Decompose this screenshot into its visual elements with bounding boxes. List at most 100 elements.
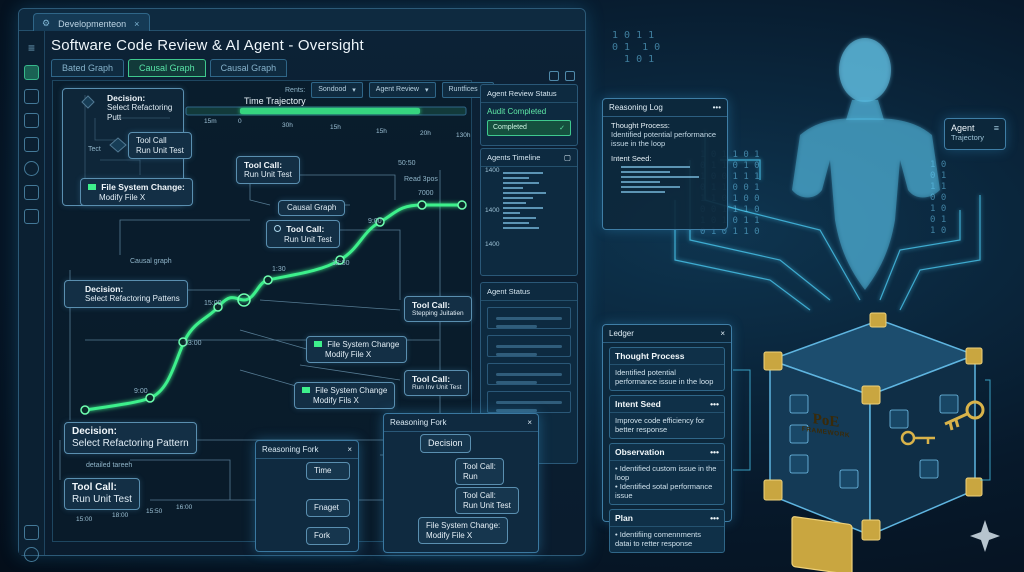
causal-graph-node[interactable]: Causal Graph	[278, 200, 346, 216]
fork-1-option-fnaget[interactable]: Fnaget	[306, 499, 350, 517]
fork-1-option-fork[interactable]: Fork	[306, 527, 350, 545]
explorer-icon[interactable]	[24, 65, 39, 80]
menu-icon[interactable]: ≡	[27, 41, 35, 55]
status-row-2[interactable]	[487, 335, 571, 357]
ledger-thought-process: Thought Process Identified potential per…	[609, 347, 725, 391]
chevron-down-icon: ▾	[424, 87, 429, 94]
trajectory-point-6[interactable]	[263, 275, 273, 285]
fork-2-option-run-unit-test[interactable]: Tool Call: Run Unit Test	[455, 487, 519, 515]
fork-2-option-run[interactable]: Tool Call: Run	[455, 458, 504, 486]
tool-call-node-run[interactable]: Tool Call: Run Unit Test	[236, 156, 300, 184]
tab-bated-graph[interactable]: Bated Graph	[51, 59, 125, 77]
tool-call-node-bottom[interactable]: Tool Call: Run Unit Test	[64, 478, 140, 510]
status-row-1[interactable]	[487, 307, 571, 329]
branch-icon[interactable]	[24, 137, 39, 152]
timeline-tick-3: 1400	[485, 241, 500, 248]
point-label-7: 50:50	[398, 160, 416, 167]
observation-item: • Identified sotal performance issue	[615, 482, 713, 500]
agent-trajectory-card[interactable]: Agent Trajectory ≡	[944, 118, 1006, 150]
tab-causal-graph-2[interactable]: Causal Graph	[209, 59, 288, 77]
fs-change-node-mid-1[interactable]: File System Change Modify File X	[306, 336, 408, 364]
folder-icon[interactable]	[24, 113, 39, 128]
poe-cube	[763, 312, 983, 572]
window-tab[interactable]: ⚙ Developmenteon ×	[33, 13, 151, 31]
fs-change-node-top[interactable]: File System Change: Modify File X	[80, 178, 193, 207]
agent-review-status-panel: Agent Review Status Audit Completed Comp…	[480, 84, 578, 146]
trajectory-point-5[interactable]	[237, 293, 251, 307]
ledger-header: Ledger×	[603, 325, 731, 343]
panel-icon[interactable]	[24, 525, 39, 540]
trajectory-point-2[interactable]	[145, 393, 155, 403]
tool-call-node-right[interactable]: Tool Call: Stepping Juitatien	[404, 296, 472, 322]
decision-node-bottom[interactable]: Decision: Select Refactoring Pattern	[64, 422, 197, 454]
bottom-tick-1: 15:00	[76, 516, 93, 523]
more-icon[interactable]: •••	[710, 513, 719, 523]
expand-icon[interactable]: ▢	[563, 153, 571, 162]
tool-call-node-small[interactable]: Tool Call Run Unit Test	[128, 132, 192, 160]
minimize-icon[interactable]	[549, 71, 559, 81]
settings-icon[interactable]	[24, 161, 39, 176]
close-icon[interactable]: ×	[347, 445, 352, 454]
tool-call-node-right-2[interactable]: Tool Call: Run Inv Unit Test	[404, 370, 470, 396]
maximize-icon[interactable]	[565, 71, 575, 81]
trajectory-point-9[interactable]	[417, 200, 427, 210]
point-label-4: 1:30	[272, 266, 286, 273]
tool-call-node-mid[interactable]: Tool Call: Run Unit Test	[266, 220, 340, 249]
status-row-4[interactable]	[487, 391, 571, 413]
observation-item: • Identified custom issue in the loop	[615, 464, 717, 482]
fs-change-node-mid-2[interactable]: File System Change Modify Fils X	[294, 382, 396, 410]
test-label: Tect	[88, 146, 101, 153]
more-icon[interactable]: •••	[712, 103, 721, 112]
filter-dropdown-2[interactable]: Agent Review▾	[368, 82, 436, 98]
completed-badge[interactable]: Completed ✓	[487, 120, 571, 136]
trajectory-point-10[interactable]	[457, 200, 467, 210]
status-row-3[interactable]	[487, 363, 571, 385]
trajectory-point-4[interactable]	[213, 302, 223, 312]
more-icon[interactable]: •••	[710, 399, 719, 409]
filter-dropdown-1[interactable]: Sondood▾	[311, 82, 363, 98]
point-label-1: 9:00	[134, 388, 148, 395]
ledger-intent-seed: Intent Seed••• Improve code efficiency f…	[609, 395, 725, 439]
time-trajectory-label: Time Trajectory	[244, 96, 306, 106]
point-label-9: 7000	[418, 190, 434, 197]
detailed-label: detailed tareeh	[86, 462, 133, 469]
trajectory-tick-7: 130h	[456, 132, 471, 139]
search-icon[interactable]	[24, 89, 39, 104]
reasoning-fork-1-header: Reasoning Fork×	[256, 441, 358, 459]
key-icon-2	[900, 430, 935, 446]
layers-icon[interactable]	[24, 209, 39, 224]
folder-icon	[314, 341, 322, 347]
tab-causal-graph[interactable]: Causal Graph	[128, 59, 206, 77]
graph-tabs: Bated Graph Causal Graph Causal Graph	[51, 59, 288, 77]
trajectory-point-7[interactable]	[335, 255, 345, 265]
gear-icon[interactable]	[24, 547, 39, 562]
trajectory-tick-1: 15m	[204, 118, 217, 125]
intent-seed-entry: Intent Seed:	[603, 152, 727, 198]
trajectory-point-8[interactable]	[375, 217, 385, 227]
folder-icon	[88, 184, 96, 190]
trajectory-tick-3: 30h	[282, 122, 293, 129]
agent-hologram	[792, 38, 940, 330]
close-icon[interactable]: ×	[527, 418, 532, 427]
time-trajectory-fill	[240, 108, 420, 114]
grid-icon[interactable]	[24, 185, 39, 200]
point-label-8: Read 3pos	[404, 176, 438, 183]
close-icon[interactable]: ×	[134, 18, 140, 29]
audit-status-text: Audit Completed	[487, 107, 547, 116]
trajectory-point-1[interactable]	[80, 405, 90, 415]
agents-timeline-panel: Agents Timeline▢ 1400 1400 1400	[480, 148, 578, 276]
trajectory-tick-5: 15h	[376, 128, 387, 135]
reasoning-log-header: Reasoning Log•••	[603, 99, 727, 117]
agent-review-status-header: Agent Review Status	[481, 85, 577, 103]
close-icon[interactable]: ×	[720, 329, 725, 338]
timeline-tick-1: 1400	[485, 167, 500, 174]
timeline-tick-2: 1400	[485, 207, 500, 214]
trajectory-point-3[interactable]	[178, 337, 188, 347]
fork-2-decision[interactable]: Decision	[420, 434, 471, 453]
fork-1-option-time[interactable]: Time	[306, 462, 350, 480]
more-icon[interactable]: •••	[710, 447, 719, 457]
fork-2-option-fs-change[interactable]: File System Change: Modify File X	[418, 517, 509, 545]
decision-node-mid[interactable]: Decision: Select Refactoring Pattens	[64, 280, 188, 308]
reasoning-log-card: Reasoning Log••• Thought Process: Identi…	[602, 98, 728, 230]
